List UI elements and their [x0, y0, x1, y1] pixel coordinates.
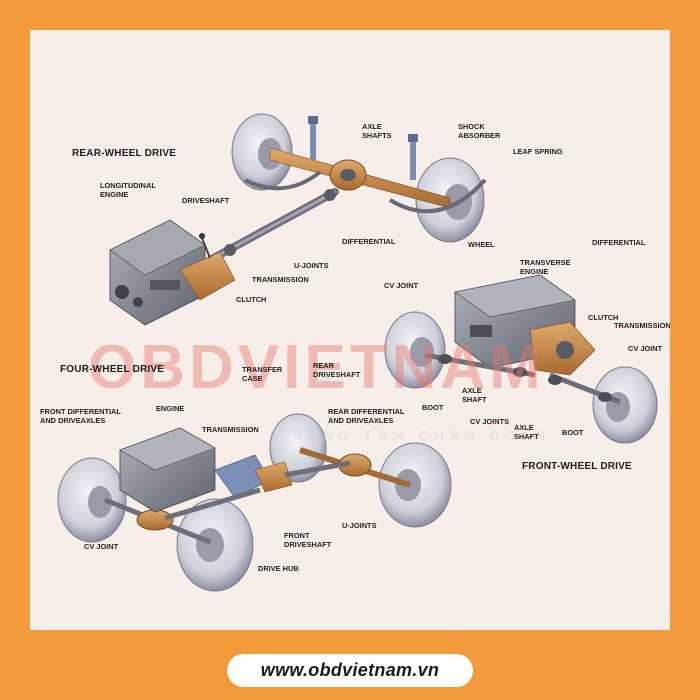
diagram-panel: OBDVIETNAM NÂNG TẦM CHẨN ĐOÁN REAR-WHEEL…	[30, 30, 670, 630]
label-cv-joint-front-left: CV JOINT	[384, 281, 419, 290]
drivetrain-illustration	[57, 113, 658, 592]
label-differential-rear: DIFFERENTIAL	[342, 237, 396, 246]
label-leaf-spring: LEAF SPRING	[513, 147, 563, 156]
label-rear-driveshaft: REAR DRIVESHAFT	[313, 361, 361, 379]
front-wheel-drive-assembly	[384, 274, 658, 444]
label-axle-shaft-left: AXLE SHAFT	[462, 386, 487, 404]
label-wheel: WHEEL	[468, 240, 495, 249]
label-u-joints-rear: U-JOINTS	[294, 261, 329, 270]
label-cv-joint-4wd: CV JOINT	[84, 542, 119, 551]
four-wheel-drive-assembly	[57, 413, 452, 592]
rear-wheel-drive-assembly	[109, 113, 487, 326]
label-transmission-4wd: TRANSMISSION	[202, 425, 259, 434]
label-transverse-engine: TRANSVERSE ENGINE	[520, 258, 571, 276]
label-rear-diff-driveaxles: REAR DIFFERENTIAL AND DRIVEAXLES	[328, 407, 405, 425]
label-cv-joints-front: CV JOINTS	[470, 417, 510, 426]
label-driveshaft: DRIVESHAFT	[182, 196, 230, 205]
label-front-driveshaft: FRONT DRIVESHAFT	[284, 531, 332, 549]
heading-four-wheel-drive: FOUR-WHEEL DRIVE	[60, 364, 165, 375]
label-shock-absorber: SHOCK ABSORBER	[458, 122, 501, 140]
label-clutch-rear: CLUTCH	[236, 295, 267, 304]
label-engine-4wd: ENGINE	[156, 404, 185, 413]
heading-rear-wheel-drive: REAR-WHEEL DRIVE	[72, 148, 177, 159]
label-transmission-front: TRANSMISSION	[614, 321, 670, 330]
label-transfer-case: TRANSFER CASE	[242, 365, 283, 383]
footer-bar: www.obdvietnam.vn	[0, 640, 700, 700]
heading-front-wheel-drive: FRONT-WHEEL DRIVE	[522, 461, 632, 472]
label-boot-right: BOOT	[562, 428, 584, 437]
label-u-joints-4wd: U-JOINTS	[342, 521, 377, 530]
label-clutch-front: CLUTCH	[588, 313, 619, 322]
label-cv-joint-front-right: CV JOINT	[628, 344, 663, 353]
label-boot-left: BOOT	[422, 403, 444, 412]
label-differential-front: DIFFERENTIAL	[592, 238, 646, 247]
label-axle-shaft-right: AXLE SHAFT	[514, 423, 539, 441]
label-drive-hub: DRIVE HUB	[258, 564, 299, 573]
label-axle-shafts: AXLE SHAFTS	[362, 122, 392, 140]
label-front-diff-driveaxles: FRONT DIFFERENTIAL AND DRIVEAXLES	[40, 407, 121, 425]
label-longitudinal-engine: LONGITUDINAL ENGINE	[100, 181, 156, 199]
website-url[interactable]: www.obdvietnam.vn	[226, 653, 474, 687]
label-transmission-rear: TRANSMISSION	[252, 275, 309, 284]
